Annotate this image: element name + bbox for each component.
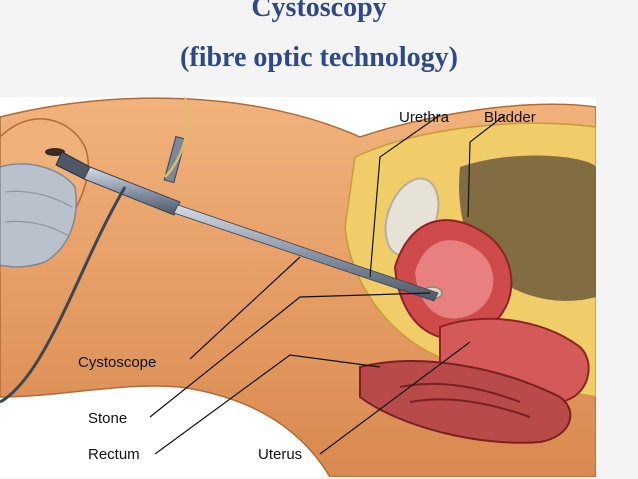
label-urethra: Urethra bbox=[399, 109, 450, 126]
label-bladder: Bladder bbox=[484, 109, 536, 126]
label-stone: Stone bbox=[88, 410, 128, 427]
label-uterus: Uterus bbox=[258, 446, 303, 463]
slide-subtitle: (fibre optic technology) bbox=[180, 42, 458, 73]
cystoscopy-illustration bbox=[0, 97, 596, 477]
eye-shape bbox=[45, 148, 65, 156]
leader-bladder bbox=[467, 114, 506, 218]
leader-cystoscope bbox=[189, 256, 301, 360]
fibre-optic-cable bbox=[164, 97, 189, 178]
label-leaders bbox=[149, 114, 506, 455]
label-cystoscope: Cystoscope bbox=[78, 354, 157, 371]
leader-rectum bbox=[154, 354, 381, 455]
leader-uterus bbox=[319, 341, 471, 455]
leader-urethra bbox=[369, 114, 441, 278]
leader-stone bbox=[149, 292, 431, 418]
scope-body bbox=[83, 166, 181, 216]
slide-title: Cystoscopy bbox=[251, 0, 387, 23]
anatomy-drawing bbox=[0, 97, 596, 477]
label-rectum: Rectum bbox=[88, 446, 140, 463]
scope-shaft bbox=[173, 204, 439, 302]
light-cable bbox=[0, 186, 127, 404]
surgical-mask bbox=[0, 163, 77, 268]
